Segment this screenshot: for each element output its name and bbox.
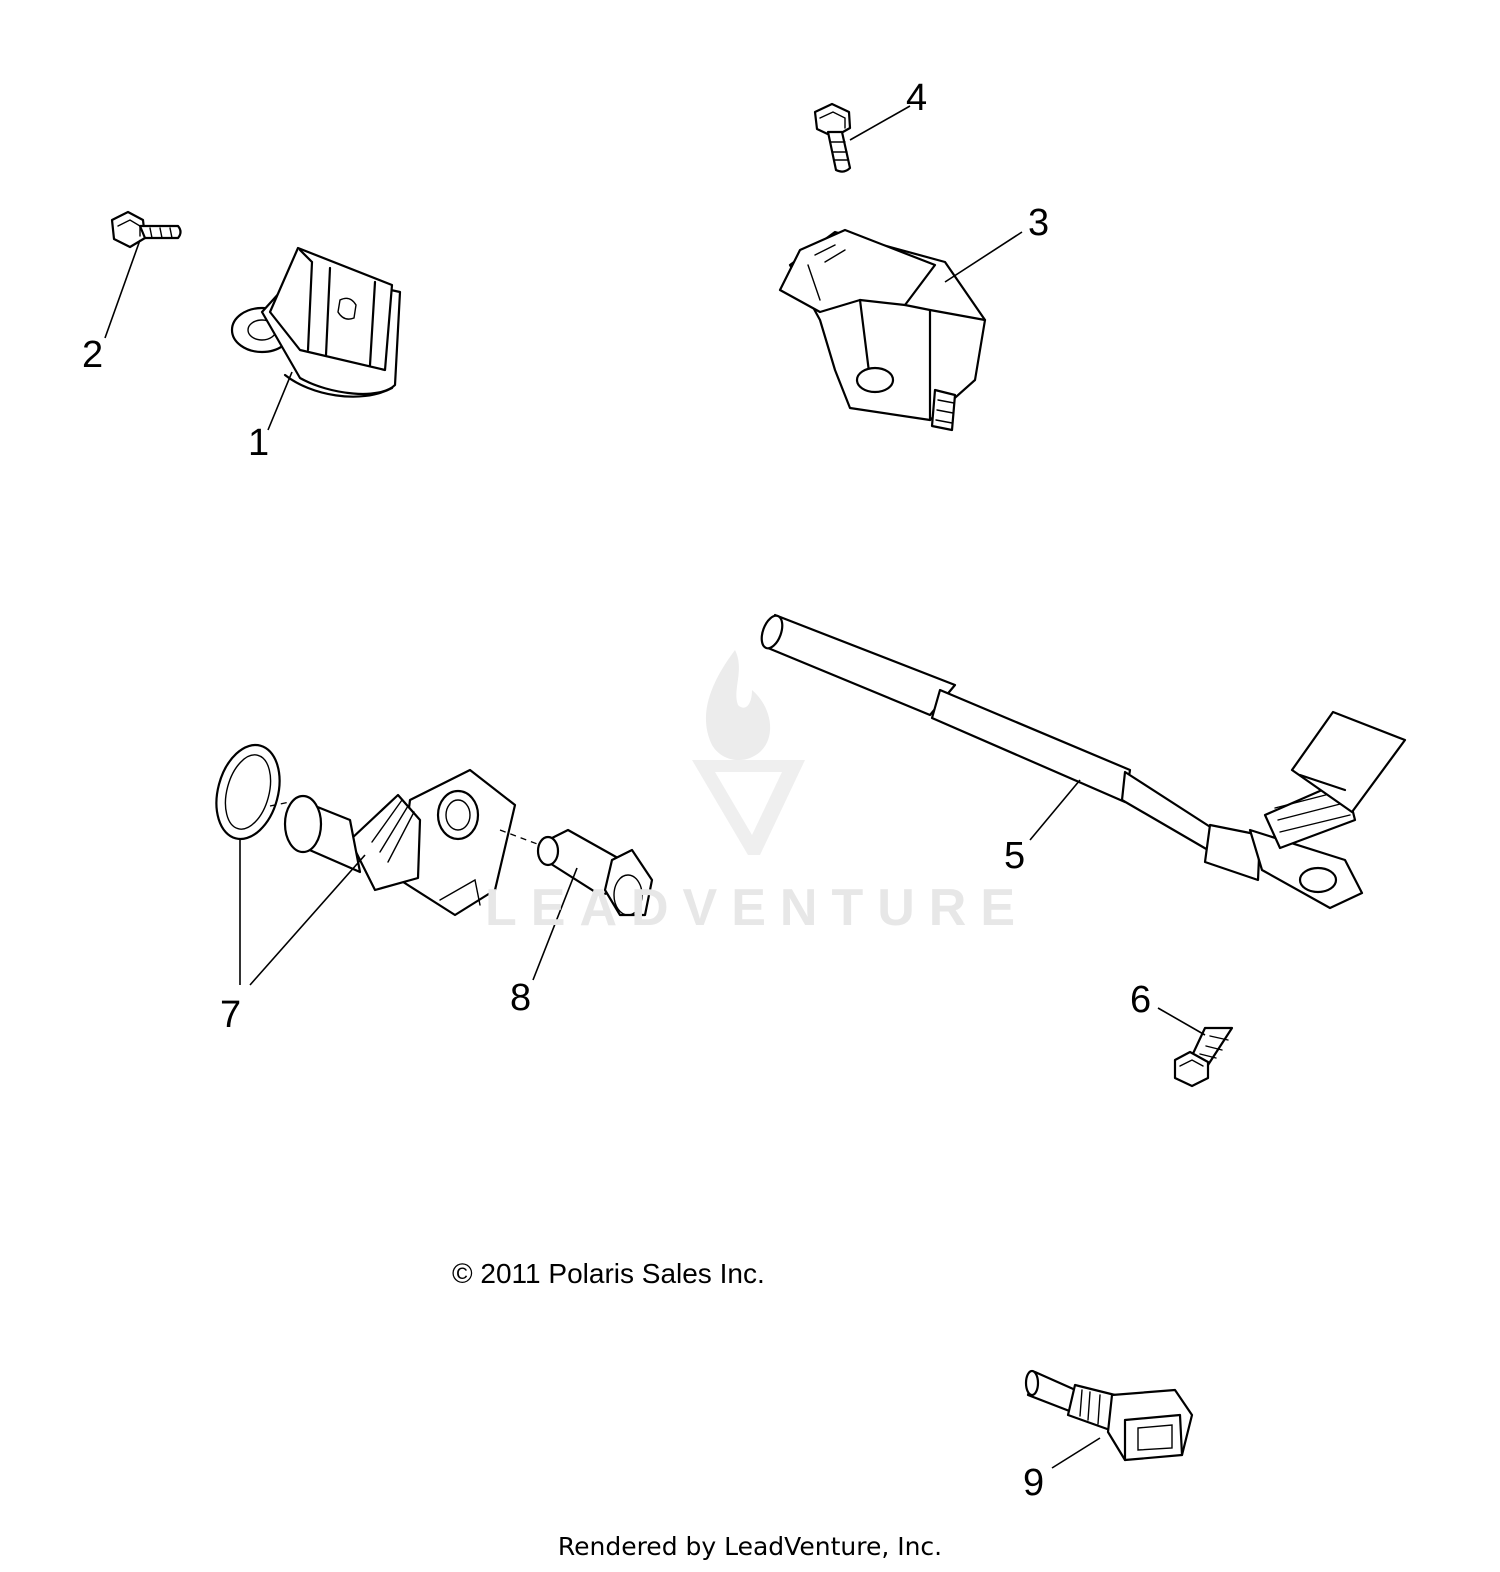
watermark-text: LEADVENTURE xyxy=(485,879,1030,937)
part-4-bolt xyxy=(813,102,852,173)
leader-lines xyxy=(104,105,1206,1469)
callout-2: 2 xyxy=(82,334,103,376)
callout-6: 6 xyxy=(1130,979,1151,1021)
part-1-sensor xyxy=(230,246,402,398)
callout-4: 4 xyxy=(906,77,927,119)
part-2-bolt xyxy=(110,210,182,249)
callout-5: 5 xyxy=(1004,835,1025,877)
part-7-sensor-and-oring xyxy=(215,743,517,917)
watermark-logo xyxy=(692,650,805,855)
callout-1: 1 xyxy=(248,422,269,464)
part-3-map-sensor xyxy=(778,228,987,432)
callout-8: 8 xyxy=(510,977,531,1019)
copyright-notice: © 2011 Polaris Sales Inc. xyxy=(452,1258,765,1289)
part-8-pin xyxy=(499,828,654,917)
callout-9: 9 xyxy=(1023,1462,1044,1504)
callout-3: 3 xyxy=(1028,202,1049,244)
callout-7: 7 xyxy=(220,994,241,1036)
part-9-temp-sensor xyxy=(1024,1369,1194,1462)
part-5-long-sensor xyxy=(760,613,1407,910)
part-6-bolt xyxy=(1173,1026,1234,1088)
rendered-by-footer: Rendered by LeadVenture, Inc. xyxy=(557,1532,943,1561)
